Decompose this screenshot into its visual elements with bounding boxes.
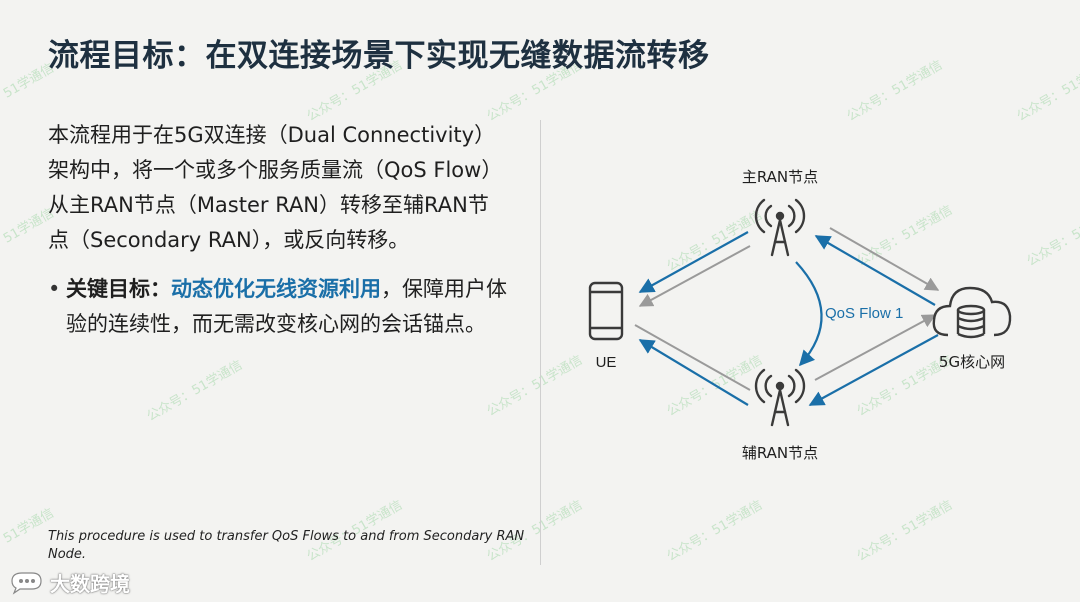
intro-line: 点（Secondary RAN），或反向转移。 [48,228,410,252]
core-network-cloud-icon [932,286,1012,339]
watermark: 公众号：51学通信 [854,497,956,565]
footnote-line: This procedure is used to transfer QoS F… [48,529,525,544]
arrow-core-to-secondary [808,334,939,406]
bullet-rest: ，保障用户体验的连续性，而无需改变核心网的会话锚点。 [66,277,507,336]
arrow-secondary-to-ue [638,339,749,406]
core-network-label: 5G核心网 [939,353,1005,371]
bullet-lead: 关键目标： [66,277,171,301]
master-ran-label: 主RAN节点 [742,168,818,186]
slide-title: 流程目标：在双连接场景下实现无缝数据流转移 [48,38,710,74]
watermark: 公众号：51学通信 [664,497,766,565]
bullet-dot: • [48,277,61,301]
intro-line: 从主RAN节点（Master RAN）转移至辅RAN节 [48,193,489,217]
ue-label: UE [596,354,617,371]
master-ran-tower-icon [754,198,806,257]
watermark: 公众号：51学通信 [1014,57,1080,125]
arrow-master-to-ue [638,231,749,293]
watermark: 公众号：51学通信 [844,57,946,125]
logo-text: 大数跨境 [50,572,130,596]
qos-flow-label: QoS Flow 1 [825,305,903,322]
logo-bubble-icon [11,571,42,595]
arrow-ue-to-master [638,245,751,307]
intro-line: 架构中，将一个或多个服务质量流（QoS Flow） [48,158,503,182]
arrow-core-master-gray [829,227,940,291]
brand-logo: 大数跨境 [8,568,130,597]
key-goal-bullet: • 关键目标：动态优化无线资源利用，保障用户体验的连续性，而无需改变核心网的会话… [48,272,518,342]
qos-flow-diagram: QoS Flow 1 主RAN节点 辅RAN节点 [588,168,1012,462]
intro-line: 本流程用于在5G双连接（Dual Connectivity） [48,123,496,147]
arrow-core-to-master [814,235,936,306]
english-footnote: This procedure is used to transfer QoS F… [48,528,528,564]
watermark: 公众号：51学通信 [144,357,246,425]
line-ue-secondary-gray [634,324,751,391]
intro-paragraph: 本流程用于在5G双连接（Dual Connectivity） 架构中，将一个或多… [48,118,518,258]
vertical-divider [540,120,541,565]
footnote-line: Node. [48,547,87,562]
ue-phone-icon [588,281,624,341]
qos-flow-arrow [795,261,823,367]
secondary-ran-label: 辅RAN节点 [742,444,818,462]
secondary-ran-tower-icon [754,368,806,427]
arrow-secondary-to-core [814,314,937,381]
bullet-highlight: 动态优化无线资源利用 [171,277,381,301]
bullet-content: 关键目标：动态优化无线资源利用，保障用户体验的连续性，而无需改变核心网的会话锚点… [48,272,518,342]
